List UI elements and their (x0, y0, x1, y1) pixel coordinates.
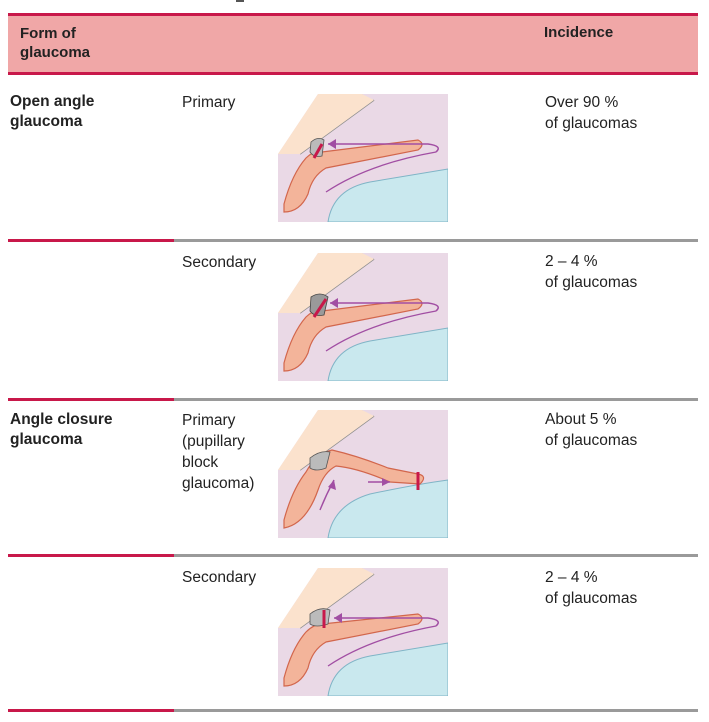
incidence-closure-secondary: 2 – 4 % of glaucomas (545, 569, 638, 607)
row-divider (8, 554, 698, 557)
top-tick-mark (236, 0, 244, 2)
header-form-of-glaucoma: Form of glaucoma (20, 25, 91, 61)
open-angle-secondary-illustration (278, 253, 448, 381)
incidence-open-primary: Over 90 % of glaucomas (545, 94, 638, 132)
form-angle-closure: Angle closure glaucoma (10, 411, 113, 448)
incidence-closure-primary: About 5 % of glaucomas (545, 411, 638, 449)
table-header: Form of glaucoma Incidence (8, 13, 698, 75)
angle-closure-secondary-illustration (278, 568, 448, 696)
subtype-secondary: Secondary (182, 254, 257, 271)
open-angle-primary-illustration (278, 94, 448, 222)
subtype-secondary: Secondary (182, 569, 257, 586)
header-incidence: Incidence (544, 24, 614, 41)
row-divider (8, 239, 698, 242)
angle-closure-primary-illustration (278, 410, 448, 538)
incidence-open-secondary: 2 – 4 % of glaucomas (545, 253, 638, 291)
bottom-divider (8, 709, 698, 712)
subtype-primary: Primary (182, 94, 236, 111)
subtype-primary-pupillary-block: Primary (pupillary block glaucoma) (182, 412, 255, 492)
form-open-angle: Open angle glaucoma (10, 93, 95, 130)
row-divider (8, 398, 698, 401)
